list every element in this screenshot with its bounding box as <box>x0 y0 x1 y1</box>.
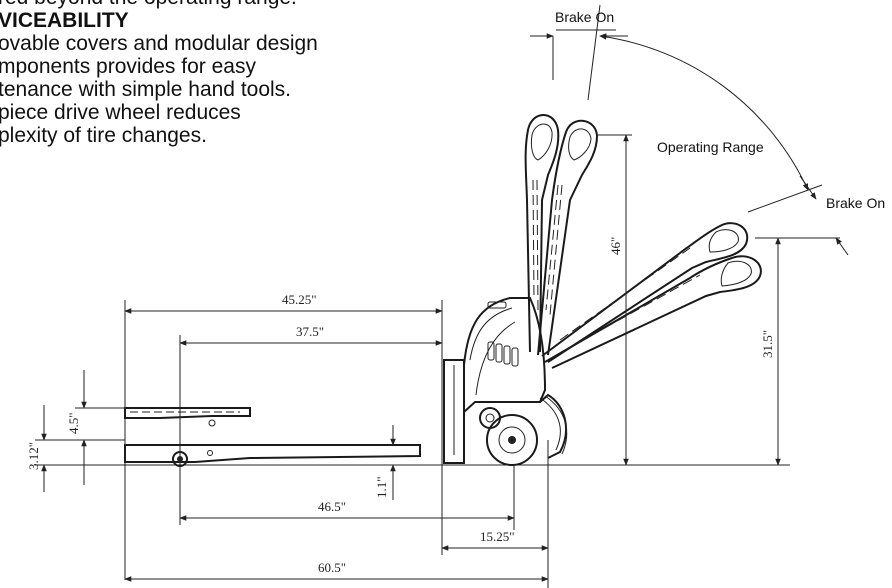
text-line-5: piece drive wheel reduces <box>0 101 241 124</box>
text-line-3: mponents provides for easy <box>0 55 256 78</box>
dim-3-12: 3.12" <box>26 442 41 470</box>
dim-46-5: 46.5" <box>318 499 346 514</box>
text-line-2: ovable covers and modular design <box>0 32 318 55</box>
pallet-truck-drawing <box>124 114 762 467</box>
brake-on-right-label: Brake On <box>826 195 885 211</box>
dim-60-5: 60.5" <box>318 560 346 575</box>
dim-4-5: 4.5" <box>66 412 81 434</box>
dim-31-5: 31.5" <box>760 330 775 358</box>
text-line-1: red beyond the operating range. <box>0 0 418 9</box>
dim-46: 46" <box>608 237 623 255</box>
dim-37-5: 37.5" <box>296 324 324 339</box>
serviceability-heading: VICEABILITY <box>0 9 129 32</box>
brake-on-top-label: Brake On <box>555 9 614 25</box>
operating-range-label: Operating Range <box>657 139 764 155</box>
handle-brake-on-horizontal <box>544 255 762 369</box>
text-line-6: plexity of tire changes. <box>0 124 207 147</box>
text-line-4: tenance with simple hand tools. <box>0 78 292 101</box>
dim-1-1: 1.1" <box>374 476 389 498</box>
dim-45-25: 45.25" <box>282 292 317 307</box>
handle-brake-on-upright <box>524 114 560 353</box>
description-text: red beyond the operating range. VICEABIL… <box>0 0 418 147</box>
handle-operating-upper <box>537 119 599 356</box>
dim-15-25: 15.25" <box>480 529 515 544</box>
operating-range-arc <box>599 34 809 191</box>
